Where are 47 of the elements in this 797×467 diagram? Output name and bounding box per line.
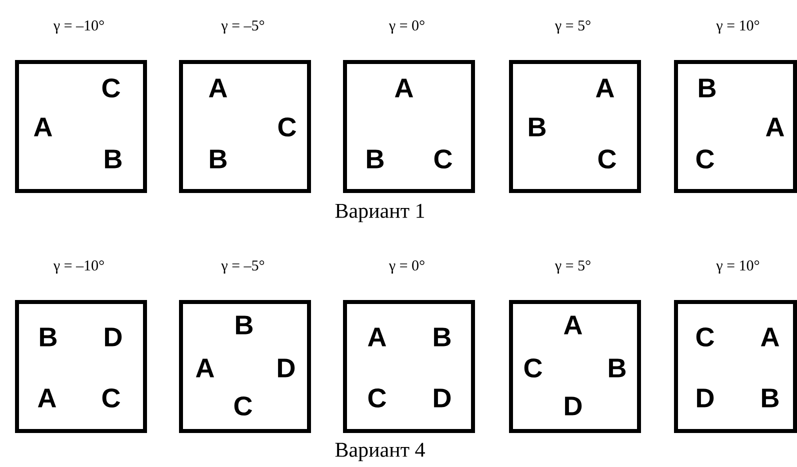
letter-label: C bbox=[696, 327, 714, 347]
letter-label: C bbox=[368, 388, 386, 408]
letter-label: C bbox=[696, 149, 714, 169]
letter-label: A bbox=[564, 316, 582, 334]
letter-label: A bbox=[34, 118, 52, 136]
letter-label: C bbox=[278, 117, 296, 137]
letter-label: B bbox=[210, 150, 227, 168]
letter-label: A bbox=[596, 78, 614, 98]
letter-label: D bbox=[278, 358, 295, 378]
letter-label: B bbox=[434, 328, 451, 346]
letter-label: B bbox=[40, 328, 57, 346]
angle-heading: γ = 5° bbox=[554, 20, 590, 34]
angle-heading: γ = –5° bbox=[221, 20, 264, 34]
variant-label: Вариант 1 bbox=[335, 204, 424, 222]
angle-heading: γ = –10° bbox=[53, 20, 104, 34]
letter-label: C bbox=[524, 358, 542, 378]
angle-heading: γ = –5° bbox=[221, 260, 264, 274]
angle-heading: γ = 10° bbox=[716, 260, 760, 274]
letter-label: B bbox=[105, 150, 122, 168]
letter-label: A bbox=[760, 328, 780, 346]
letter-label: A bbox=[196, 358, 214, 378]
angle-heading: γ = –10° bbox=[53, 260, 104, 274]
letter-label: C bbox=[234, 396, 252, 416]
variant-label: Вариант 4 bbox=[335, 442, 425, 462]
angle-heading: γ = 0° bbox=[388, 20, 424, 34]
letter-label: C bbox=[434, 149, 452, 169]
letter-label: C bbox=[102, 78, 120, 98]
letter-label: A bbox=[766, 118, 784, 136]
letter-label: D bbox=[434, 388, 451, 408]
angle-heading: γ = 5° bbox=[554, 260, 590, 274]
letter-label: C bbox=[102, 388, 120, 408]
letter-label: B bbox=[762, 388, 779, 408]
letter-label: B bbox=[529, 118, 546, 136]
letter-label: A bbox=[208, 78, 228, 98]
letter-label: B bbox=[699, 78, 716, 98]
angle-heading: γ = 0° bbox=[388, 260, 424, 274]
letter-label: A bbox=[368, 328, 386, 346]
letter-label: D bbox=[565, 396, 582, 416]
letter-label: D bbox=[697, 388, 714, 408]
letter-label: D bbox=[105, 328, 122, 346]
letter-label: A bbox=[38, 388, 56, 408]
angle-heading: γ = 10° bbox=[716, 20, 760, 34]
letter-label: B bbox=[367, 150, 384, 168]
letter-label: B bbox=[236, 316, 253, 334]
letter-label: C bbox=[598, 149, 616, 169]
letter-label: B bbox=[609, 358, 626, 378]
letter-label: A bbox=[394, 78, 414, 98]
